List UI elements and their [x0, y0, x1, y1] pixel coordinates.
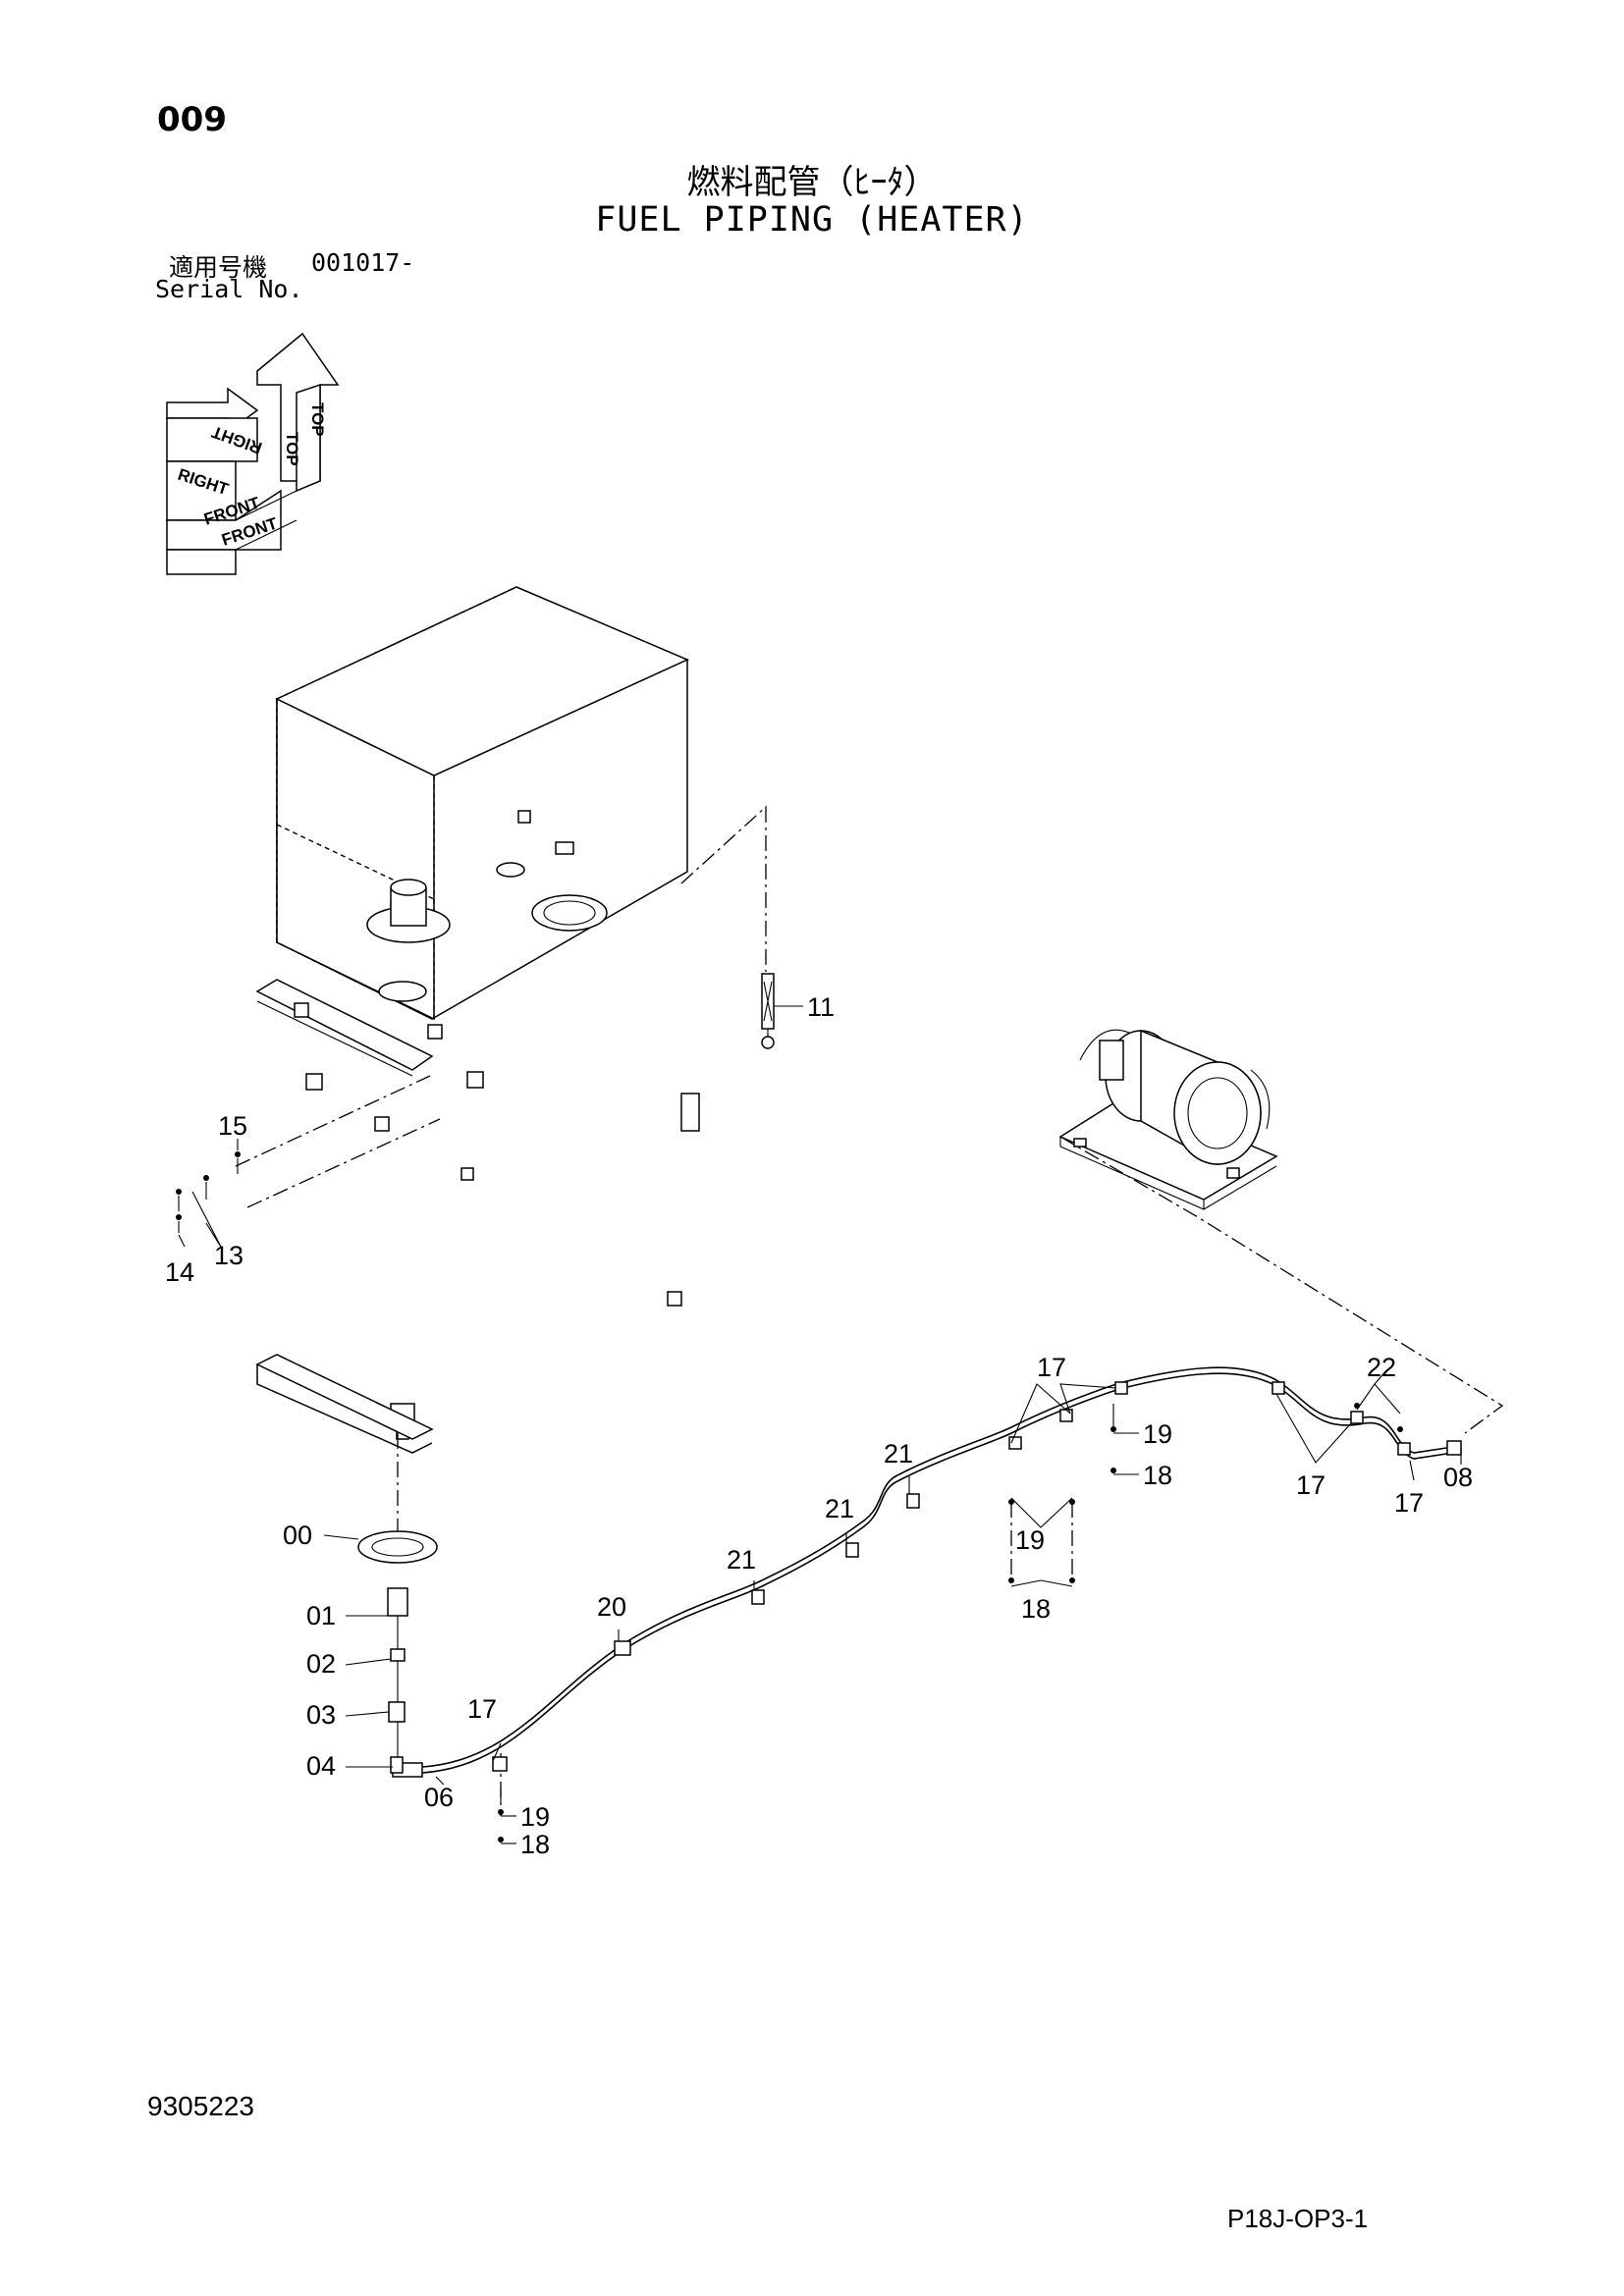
- drawing-number: 9305223: [147, 2091, 255, 2121]
- callout-14: 14: [165, 1257, 194, 1287]
- page-reference: P18J-OP3-1: [1227, 2204, 1369, 2233]
- callout-19-mid: 19: [1143, 1419, 1172, 1449]
- heater-unit: [1058, 1029, 1278, 1210]
- fuel-tank: [255, 586, 700, 1454]
- bolt-set: [176, 1151, 241, 1233]
- callout-17-far: 17: [1394, 1488, 1424, 1518]
- orientation-top-label: TOP: [283, 432, 301, 466]
- callout-17-right: 17: [1296, 1470, 1326, 1500]
- callout-01: 01: [306, 1601, 336, 1630]
- page-code: 009: [157, 100, 227, 139]
- callout-21-c: 21: [884, 1439, 913, 1468]
- title-japanese: 燃料配管（ﾋｰﾀ）: [686, 163, 938, 202]
- callout-19-low: 19: [520, 1802, 550, 1832]
- assembly-lines: [235, 805, 1504, 1816]
- callout-11: 11: [807, 992, 835, 1022]
- callout-03: 03: [306, 1700, 336, 1730]
- callout-02: 02: [306, 1649, 336, 1679]
- callout-04: 04: [306, 1751, 336, 1781]
- callout-18-bottom: 18: [1021, 1594, 1051, 1624]
- callout-18-mid: 18: [1143, 1461, 1172, 1490]
- callout-20: 20: [597, 1592, 626, 1622]
- serial-number: 001017-: [311, 248, 415, 277]
- callout-18-low: 18: [520, 1830, 550, 1859]
- callout-06: 06: [424, 1783, 454, 1812]
- callout-21-a: 21: [727, 1545, 756, 1575]
- serial-label-japanese: 適用号機: [169, 253, 268, 282]
- callout-22: 22: [1367, 1353, 1396, 1382]
- callout-15: 15: [218, 1111, 247, 1141]
- callout-19-bottom: 19: [1015, 1525, 1045, 1555]
- callout-00: 00: [283, 1521, 312, 1550]
- callout-21-b: 21: [825, 1494, 854, 1523]
- callout-17-low: 17: [467, 1694, 497, 1724]
- fuel-strainer: [761, 973, 775, 1049]
- callouts: 11 15 13 14 00 01 02 03 04 06 17 19 18 2…: [165, 992, 1473, 1859]
- orientation-indicator: TOP TOP RIGHT RIGHT FRONT FRONT: [166, 332, 340, 575]
- connector-stack: [357, 1530, 438, 1774]
- callout-17-mid: 17: [1037, 1353, 1066, 1382]
- serial-label-english: Serial No.: [155, 275, 303, 303]
- leader-lines: [178, 1005, 1462, 1844]
- orientation-top-label-mirror: TOP: [308, 402, 327, 437]
- callout-08: 08: [1443, 1463, 1473, 1492]
- callout-13: 13: [214, 1241, 244, 1270]
- title-english: FUEL PIPING (HEATER): [595, 200, 1029, 240]
- fuel-line: [392, 1366, 1462, 1778]
